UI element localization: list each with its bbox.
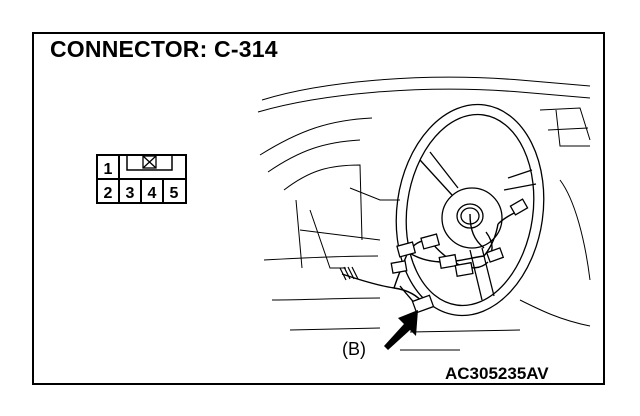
harness-connectors (390, 198, 529, 314)
connector-pin-labels: 1 2 3 4 5 (104, 161, 179, 202)
connector-title: CONNECTOR: C-314 (50, 36, 278, 62)
pin-4-label: 4 (148, 185, 157, 202)
connector-b-callout: (B) (342, 339, 366, 359)
harness-end-plug (339, 266, 359, 281)
pointer-arrow (384, 310, 418, 350)
pin-2-label: 2 (104, 185, 113, 202)
figure-code: AC305235AV (445, 364, 549, 383)
pin-1-label: 1 (104, 161, 113, 178)
steering-wheel (395, 103, 545, 317)
connector-pin-face (96, 154, 187, 204)
dashboard-illustration (257, 76, 591, 351)
pin-5-label: 5 (170, 185, 179, 202)
pin-3-label: 3 (126, 185, 135, 202)
